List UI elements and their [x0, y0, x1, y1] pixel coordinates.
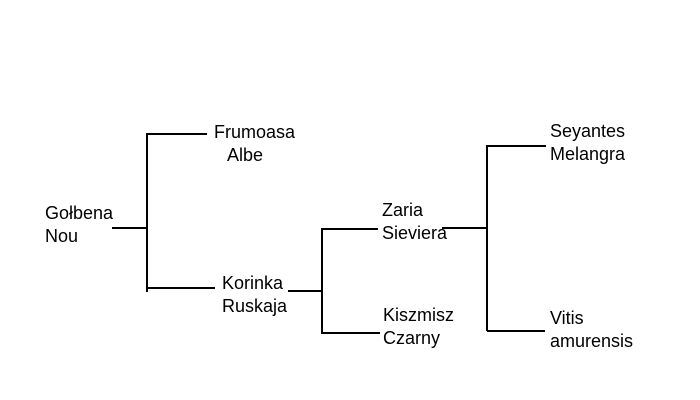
branch-line-zaria [322, 228, 378, 230]
branch-line-korinka [147, 287, 215, 289]
node-seyantes-melangra: Seyantes Melangra [550, 120, 625, 166]
node-label-line: amurensis [550, 331, 634, 351]
branch-line-frumoasa [147, 133, 207, 135]
branch-vertical-line-2 [321, 228, 323, 334]
node-frumoasa-albe: Frumoasa Albe [214, 121, 295, 167]
branch-vertical-line-3 [486, 145, 488, 331]
node-label-line: Seyantes [550, 121, 626, 141]
branch-line-seyantes [487, 145, 546, 147]
node-golbena-nou: Gołbena Nou [45, 202, 113, 248]
node-label-line: Kiszmisz [383, 305, 454, 325]
node-kiszmisz-czarny: Kiszmisz Czarny [383, 304, 454, 350]
branch-vertical-line-1 [146, 133, 148, 292]
connector-line-zaria [442, 227, 487, 229]
node-label-line: Frumoasa [214, 122, 296, 142]
connector-line-korinka [288, 290, 322, 292]
node-vitis-amurensis: Vitis amurensis [550, 307, 633, 353]
node-label-line: Albe [227, 145, 264, 165]
node-label-line: Korinka [222, 273, 284, 293]
node-label-line: Ruskaja [222, 296, 288, 316]
node-zaria-sieviera: Zaria Sieviera [382, 199, 447, 245]
branch-line-kiszmisz [322, 332, 380, 334]
node-label-line: Nou [45, 226, 79, 246]
node-label-line: Melangra [550, 144, 626, 164]
node-korinka-ruskaja: Korinka Ruskaja [222, 272, 287, 318]
node-label-line: Gołbena [45, 203, 114, 223]
connector-line-golbena [112, 227, 147, 229]
node-label-line: Vitis [550, 308, 584, 328]
branch-line-vitis [487, 330, 545, 332]
node-label-line: Zaria [382, 200, 424, 220]
node-label-line: Czarny [383, 328, 441, 348]
node-label-line: Sieviera [382, 223, 448, 243]
